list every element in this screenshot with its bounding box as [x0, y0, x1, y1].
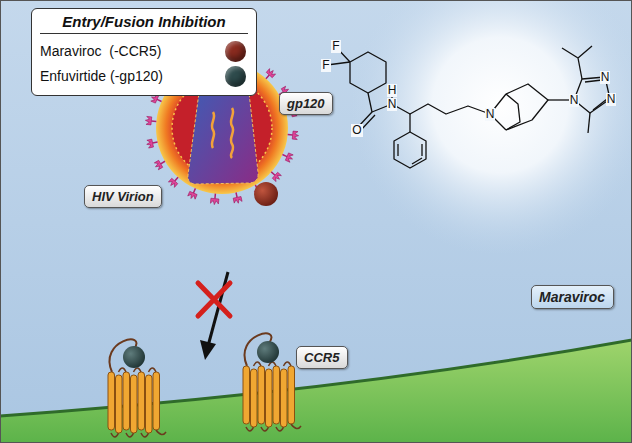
name-label: gp120	[279, 92, 333, 115]
legend-entry: Maraviroc (-CCR5)	[40, 39, 248, 64]
atom-symbol: N	[387, 98, 398, 111]
label-text: Maraviroc	[539, 289, 606, 305]
name-label: Maraviroc	[531, 285, 614, 309]
legend-title: Entry/Fusion Inhibition	[40, 13, 248, 34]
legend-swatch	[225, 66, 246, 87]
atom-symbol: H	[387, 84, 398, 97]
name-label: CCR5	[296, 346, 348, 369]
atom-symbol: F	[331, 40, 340, 53]
label-text: CCR5	[304, 350, 340, 365]
legend-box: Entry/Fusion InhibitionMaraviroc (-CCR5)…	[31, 8, 257, 96]
atom-symbol: N	[485, 108, 496, 121]
legend-text: Maraviroc (-CCR5)	[40, 43, 161, 59]
atom-symbol: F	[321, 59, 330, 72]
legend-swatch	[225, 41, 246, 62]
atom-symbol: N	[569, 94, 580, 107]
atom-symbol: N	[606, 93, 617, 106]
legend-entry: Enfuvirtide (-gp120)	[40, 64, 248, 89]
atom-symbol: O	[351, 124, 362, 137]
label-text: HIV Virion	[92, 189, 154, 204]
legend-text: Enfuvirtide (-gp120)	[40, 68, 163, 84]
name-label: HIV Virion	[84, 185, 162, 208]
label-text: gp120	[287, 96, 325, 111]
atom-symbol: N	[600, 71, 611, 84]
